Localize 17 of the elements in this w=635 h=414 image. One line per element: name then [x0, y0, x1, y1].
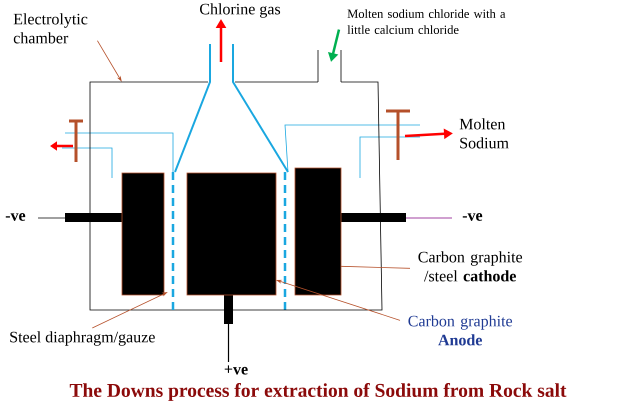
text-label: Chlorine gas	[200, 3, 280, 18]
caption: The Downs process for extraction of Sodium from Rock salt	[70, 383, 566, 401]
text-label: Carbon graphite /steel cathode	[418, 251, 522, 282]
text-label: Molten sodium chloride with a little calcium chloride	[347, 9, 506, 34]
electrode-block	[294, 168, 342, 296]
leader-line	[340, 266, 410, 269]
diaphragm	[172, 172, 174, 310]
text-label: Molten Sodium	[460, 118, 509, 148]
polarity-label: +ve	[224, 365, 248, 375]
electrode-block	[186, 172, 276, 296]
electrode-block	[122, 172, 164, 296]
text-label: Electrolytic chamber	[14, 13, 88, 44]
text-label: Carbon graphite Anode	[408, 315, 512, 346]
text-label: Steel diaphragm/gauze	[10, 331, 155, 346]
polarity-label: -ve	[6, 213, 26, 221]
polarity-label: -ve	[462, 213, 482, 221]
chamber-outline	[90, 82, 382, 310]
